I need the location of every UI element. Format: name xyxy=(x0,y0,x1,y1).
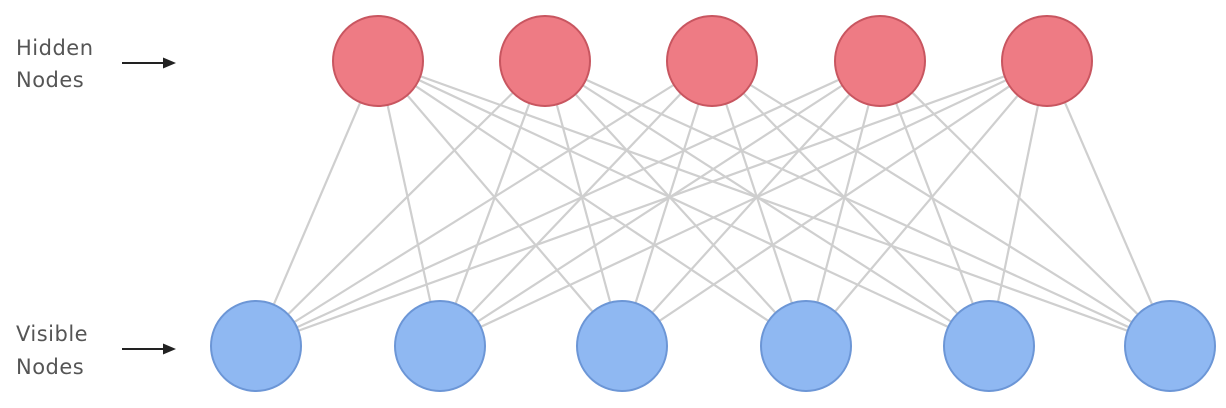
edge-h4-v1 xyxy=(255,59,881,348)
visible-node-5 xyxy=(943,300,1035,392)
hidden-node-3 xyxy=(666,15,758,107)
hidden-layer xyxy=(332,15,1093,107)
edge-h3-v1 xyxy=(255,60,713,347)
edge-h4-v3 xyxy=(621,60,881,347)
edge-h2-v1 xyxy=(255,60,546,347)
edge-h5-v3 xyxy=(621,60,1048,347)
edge-h5-v6 xyxy=(1045,60,1172,347)
visible-arrow-icon xyxy=(122,343,176,355)
connections xyxy=(254,59,1172,348)
edge-h1-v2 xyxy=(376,60,442,347)
edge-h5-v2 xyxy=(439,60,1048,347)
edge-h1-v4 xyxy=(377,60,807,347)
visible-layer xyxy=(210,300,1216,392)
visible-node-1 xyxy=(210,300,302,392)
hidden-node-5 xyxy=(1001,15,1093,107)
edge-h2-v4 xyxy=(544,60,807,347)
edge-h3-v6 xyxy=(711,60,1171,347)
edge-h2-v2 xyxy=(438,60,547,347)
edge-h2-v6 xyxy=(544,59,1171,348)
edge-h4-v2 xyxy=(439,60,881,347)
hidden-node-1 xyxy=(332,15,424,107)
visible-node-2 xyxy=(394,300,486,392)
edge-h1-v6 xyxy=(377,59,1171,348)
hidden-nodes-label: Hidden Nodes xyxy=(16,36,94,92)
edge-h3-v2 xyxy=(439,60,713,347)
edge-h2-v3 xyxy=(543,60,624,347)
visible-label-line-2: Nodes xyxy=(16,355,84,379)
edge-h3-v4 xyxy=(710,60,808,347)
visible-node-6 xyxy=(1124,300,1216,392)
hidden-label-line-2: Nodes xyxy=(16,68,84,92)
visible-label-line-1: Visible xyxy=(16,322,88,346)
hidden-node-4 xyxy=(834,15,926,107)
edge-h5-v5 xyxy=(987,60,1049,347)
hidden-node-2 xyxy=(499,15,591,107)
edge-h5-v1 xyxy=(255,59,1048,348)
edge-h1-v1 xyxy=(254,60,380,347)
edge-h1-v3 xyxy=(377,60,623,347)
edge-h4-v5 xyxy=(878,60,991,347)
edge-h4-v6 xyxy=(879,60,1171,347)
edge-h4-v4 xyxy=(804,60,882,347)
edge-h1-v5 xyxy=(377,60,990,347)
visible-node-4 xyxy=(760,300,852,392)
hidden-arrow-icon xyxy=(122,57,176,69)
edge-h3-v5 xyxy=(711,60,990,347)
hidden-label-line-1: Hidden xyxy=(16,36,94,60)
edge-h5-v4 xyxy=(805,60,1048,347)
edge-h2-v5 xyxy=(544,60,990,347)
visible-nodes-label: Visible Nodes xyxy=(16,322,88,379)
edge-h3-v3 xyxy=(620,60,714,347)
visible-node-3 xyxy=(576,300,668,392)
